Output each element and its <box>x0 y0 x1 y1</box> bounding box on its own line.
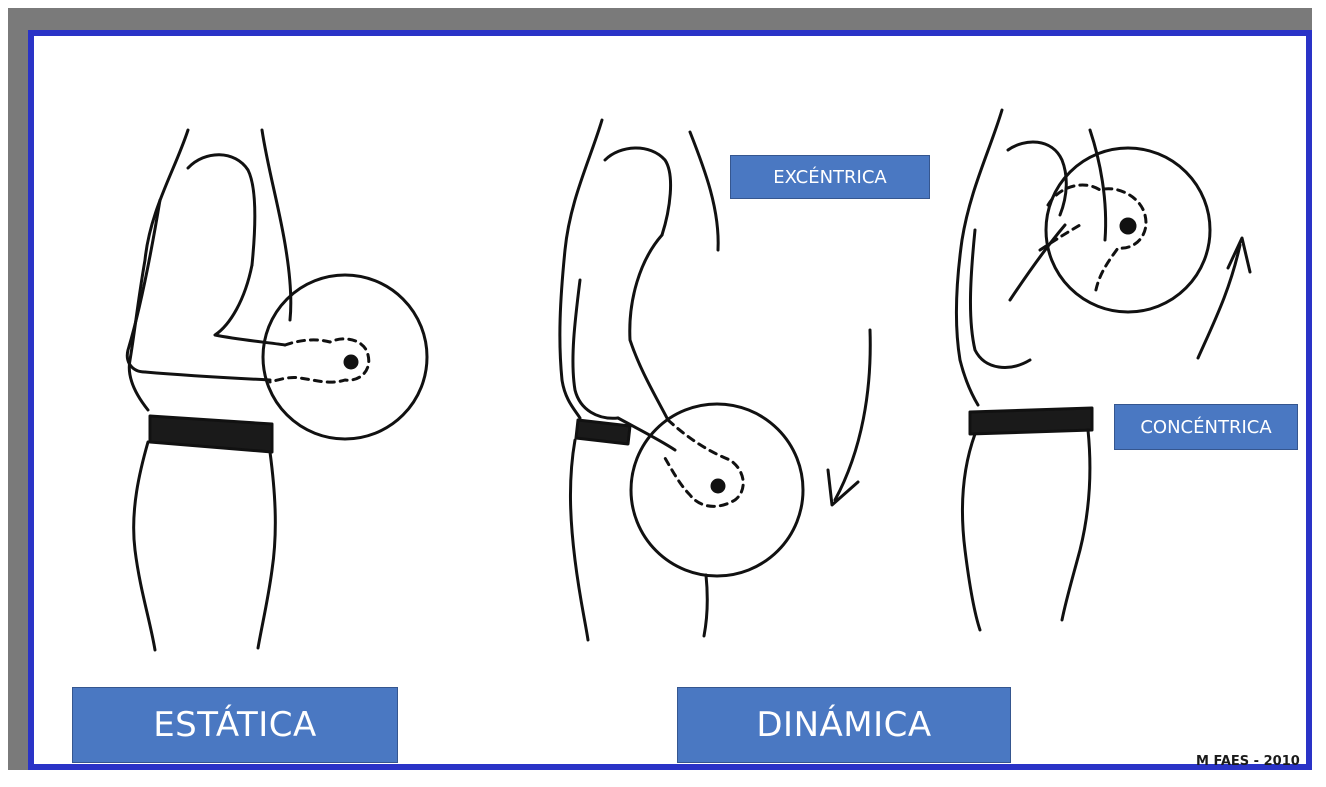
concentric-arrow-shaft <box>1196 243 1242 360</box>
concentric-weight-plate <box>1044 146 1212 314</box>
concentric-figure <box>954 108 1252 632</box>
static-hip-back <box>132 440 157 652</box>
excentrica-label: EXCÉNTRICA <box>730 155 930 199</box>
concentric-weight-hub <box>1119 217 1137 235</box>
static-hip-front <box>256 450 277 650</box>
static-chest-line <box>260 128 293 322</box>
eccentric-belt <box>574 418 632 446</box>
eccentric-figure <box>558 118 872 642</box>
concentric-belt <box>968 406 1094 436</box>
concentric-shoulder <box>1006 140 1068 217</box>
eccentric-arrow-head <box>826 468 860 507</box>
static-figure <box>125 128 429 652</box>
static-weight-plate <box>261 273 429 441</box>
eccentric-upper-arm <box>571 278 620 420</box>
static-forearm-top <box>213 263 287 347</box>
concentric-back-line <box>954 108 1004 407</box>
concentric-upper-arm <box>969 228 1032 369</box>
static-belt <box>148 414 274 454</box>
author-credit: M FAES - 2010 <box>1196 754 1300 769</box>
eccentric-weight-plate <box>629 402 805 578</box>
eccentric-hand <box>663 418 745 508</box>
eccentric-shoulder <box>603 146 672 237</box>
eccentric-forearm-top <box>628 233 670 422</box>
eccentric-hip-front <box>702 573 709 638</box>
concentric-hip-back <box>961 432 982 632</box>
estatica-label: ESTÁTICA <box>72 687 398 763</box>
eccentric-weight-hub <box>710 478 726 494</box>
static-weight-hub <box>343 354 359 370</box>
dinamica-label: DINÁMICA <box>677 687 1011 763</box>
eccentric-arrow-shaft <box>833 328 872 502</box>
concentric-hip-front <box>1060 428 1092 622</box>
eccentric-hip-back <box>568 438 590 642</box>
eccentric-back-line <box>558 118 604 420</box>
static-back-line <box>127 128 190 412</box>
static-upper-arm <box>125 198 162 374</box>
eccentric-forearm-bottom <box>616 416 677 452</box>
eccentric-chest-line <box>688 130 720 252</box>
concentric-hand <box>1046 183 1148 297</box>
static-shoulder <box>186 153 257 267</box>
static-hand <box>268 337 371 384</box>
concentrica-label: CONCÉNTRICA <box>1114 404 1298 450</box>
concentric-forearm <box>1008 223 1067 302</box>
concentric-chest-line <box>1088 128 1108 242</box>
static-forearm-bottom <box>143 370 272 382</box>
concentric-wrist <box>1038 223 1082 252</box>
concentric-arrow-head <box>1226 236 1252 274</box>
